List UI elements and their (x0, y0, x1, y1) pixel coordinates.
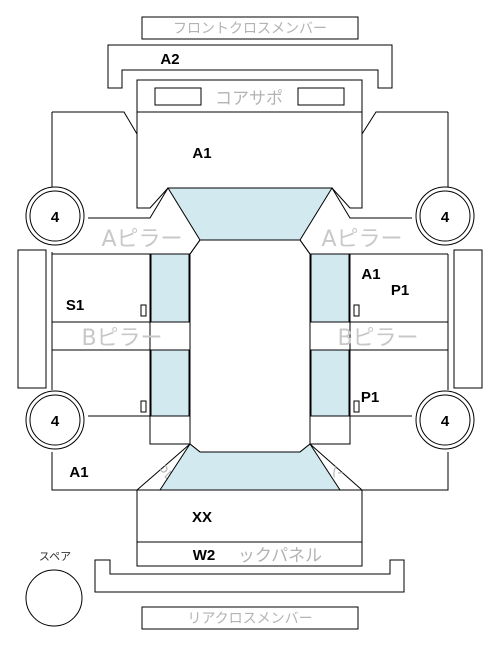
front-bumper (107, 44, 393, 89)
left-rear-quarter (51, 452, 137, 491)
left-a-pillar-top (88, 187, 169, 219)
rear-right-wheel-code: 4 (441, 413, 450, 430)
b-pillar-left-label: Bピラー (81, 326, 162, 351)
right-front-door-handle (353, 304, 360, 317)
rear-window (159, 443, 341, 491)
left-doors (51, 254, 190, 444)
code-p1-right-front: P1 (391, 282, 409, 299)
right-rocker-panel (453, 249, 483, 389)
right-front-window (310, 253, 350, 323)
right-fender-top (361, 111, 448, 135)
spare-label: スペア (39, 550, 71, 563)
core-support-label: コアサポ (215, 89, 283, 109)
right-doors (310, 254, 449, 444)
a-pillar-right-label: Aピラー (321, 227, 402, 252)
rear-left-wheel-inner (29, 394, 81, 446)
spare-tire (25, 569, 83, 627)
rear-cross-member-label: リアクロスメンバー (187, 611, 312, 627)
code-p1-right-rear: P1 (361, 389, 379, 406)
front-left-wheel-code: 4 (51, 209, 60, 226)
rear-cross-member-box (141, 606, 359, 630)
core-support-right-block (297, 87, 345, 106)
right-rear-door-handle (353, 400, 360, 413)
back-panel (136, 541, 363, 567)
front-cross-member-box (141, 16, 359, 40)
left-rear-quarter-top (88, 415, 190, 445)
code-a1-hood: A1 (192, 145, 211, 162)
left-rear-door-handle (140, 400, 147, 413)
code-w2-back: W2 (193, 547, 216, 564)
left-rear-window (150, 349, 190, 417)
code-s1-left: S1 (66, 297, 84, 314)
b-pillar-right-label: Bピラー (337, 326, 418, 351)
rear-right-wheel-inner (419, 394, 471, 446)
front-left-wheel-inner (29, 190, 81, 242)
trunk (136, 489, 363, 543)
code-xx-trunk: XX (192, 509, 212, 526)
front-cross-member-label: フロントクロスメンバー (173, 21, 327, 37)
core-support-left-block (154, 87, 202, 106)
front-right-wheel-inner (419, 190, 471, 242)
rear-bumper (94, 559, 405, 593)
code-a1-right-front: A1 (361, 266, 380, 283)
front-right-wheel-code: 4 (441, 209, 450, 226)
left-front-door-handle (140, 304, 147, 317)
right-rear-quarter (362, 452, 449, 491)
roof (189, 239, 311, 453)
left-front-window (150, 253, 190, 323)
left-fender-top (52, 111, 138, 135)
left-rocker-panel (17, 249, 47, 389)
rear-left-wheel-code: 4 (51, 413, 60, 430)
back-panel-label: ックパネル (238, 546, 322, 566)
right-rear-window (310, 349, 350, 417)
right-rear-quarter-top (310, 415, 412, 445)
code-a1-left-rear: A1 (69, 464, 88, 481)
right-a-pillar-top (331, 187, 412, 219)
a-pillar-left-label: Aピラー (101, 227, 182, 252)
code-a2: A2 (160, 51, 179, 68)
windshield (167, 187, 333, 241)
